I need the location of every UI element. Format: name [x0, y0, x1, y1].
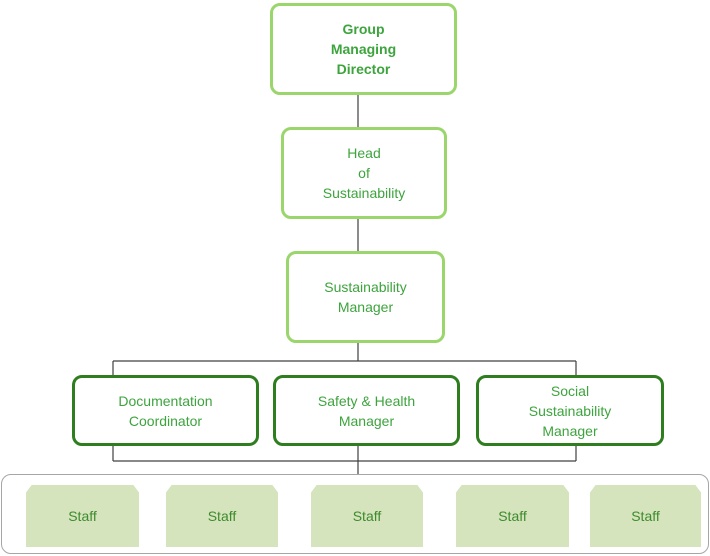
staff-box: Staff [166, 485, 278, 547]
node-documentation-coordinator: Documentation Coordinator [72, 375, 259, 446]
staff-label: Staff [498, 508, 527, 524]
node-label: Head of Sustainability [322, 145, 406, 201]
node-label: Social Sustainability Manager [528, 382, 612, 439]
node-label: Safety & Health Manager [317, 392, 416, 429]
staff-label: Staff [68, 508, 97, 524]
node-group-managing-director: Group Managing Director [270, 3, 457, 95]
staff-box: Staff [590, 485, 701, 547]
node-label: Group Managing Director [330, 21, 397, 77]
node-safety-health-manager: Safety & Health Manager [273, 375, 460, 446]
staff-box: Staff [456, 485, 569, 547]
node-label: Sustainability Manager [324, 279, 407, 315]
node-label: Documentation Coordinator [118, 392, 213, 429]
staff-box: Staff [26, 485, 139, 547]
node-head-of-sustainability: Head of Sustainability [281, 127, 447, 219]
staff-label: Staff [631, 508, 660, 524]
staff-box: Staff [311, 485, 423, 547]
node-sustainability-manager: Sustainability Manager [286, 251, 445, 343]
staff-label: Staff [207, 508, 237, 524]
staff-label: Staff [352, 508, 382, 524]
node-social-sustainability-manager: Social Sustainability Manager [476, 375, 664, 446]
